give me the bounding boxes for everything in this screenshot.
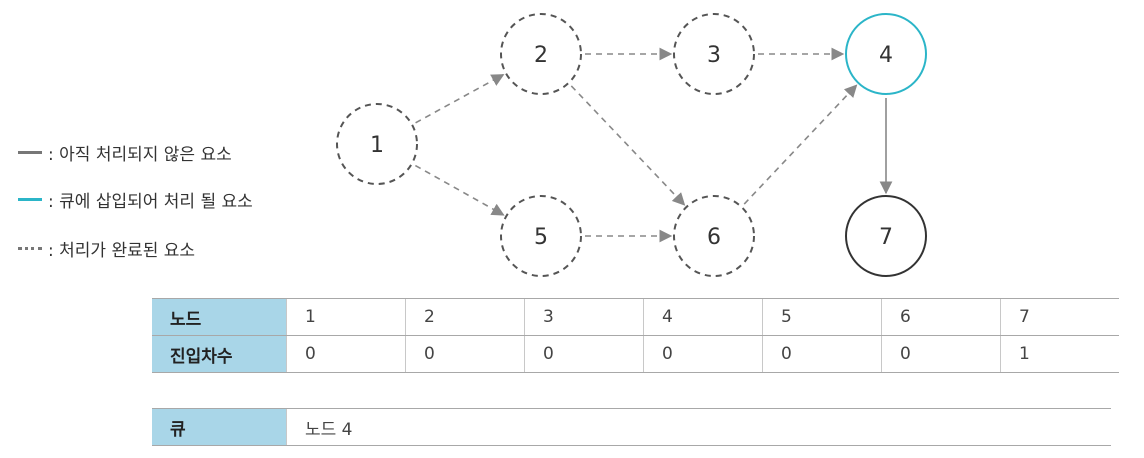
node-cell: 4 [643,298,763,336]
node-circle [673,195,755,277]
indegree-cell: 1 [1000,335,1119,373]
node-cell: 2 [405,298,525,336]
node-cell: 3 [524,298,644,336]
queue-row: 큐 노드 4 [152,408,1111,446]
node-circle [845,195,927,277]
indegree-cell: 0 [881,335,1001,373]
legend-done: : 처리가 완료된 요소 [18,236,196,261]
legend-unprocessed-label: : 아직 처리되지 않은 요소 [48,144,232,165]
graph-node-7: 7 [845,195,927,277]
indegree-cell: 0 [524,335,644,373]
solid-line-icon [18,150,42,154]
node-label: 4 [879,43,893,68]
edge-1-5 [414,164,505,216]
indegree-row: 진입차수 0 0 0 0 0 0 1 [152,335,1119,373]
node-circle [500,195,582,277]
node-header: 노드 [152,298,287,336]
node-label: 1 [370,133,384,158]
node-label: 7 [879,225,893,250]
node-circle [500,13,582,95]
indegree-header: 진입차수 [152,335,287,373]
node-cell: 6 [881,298,1001,336]
indegree-cell: 0 [643,335,763,373]
graph-node-1: 1 [336,103,418,185]
node-cell: 1 [286,298,406,336]
indegree-cell: 0 [762,335,882,373]
legend-queued-label: : 큐에 삽입되어 처리 될 요소 [48,191,253,212]
graph-diagram: 1 2 3 4 5 6 7 [336,13,927,277]
legend-unprocessed: : 아직 처리되지 않은 요소 [18,140,232,165]
indegree-cell: 0 [405,335,525,373]
node-circle [845,13,927,95]
indegree-table: 노드 1 2 3 4 5 6 7 진입차수 0 0 0 0 0 0 1 [152,298,1119,373]
node-label: 3 [707,43,721,68]
legend-done-label: : 처리가 완료된 요소 [48,240,196,261]
graph-node-4: 4 [845,13,927,95]
node-circle [336,103,418,185]
graph-node-2: 2 [500,13,582,95]
node-row: 노드 1 2 3 4 5 6 7 [152,298,1119,336]
node-cell: 7 [1000,298,1119,336]
edge-1-2 [415,73,505,124]
node-label: 5 [534,225,548,250]
indegree-cell: 0 [286,335,406,373]
edge-6-4 [743,84,858,205]
graph-node-3: 3 [673,13,755,95]
cyan-line-icon [18,197,42,201]
queue-content: 노드 4 [286,408,1111,446]
node-circle [673,13,755,95]
dotted-line-icon [18,246,42,250]
node-cell: 5 [762,298,882,336]
node-label: 6 [707,225,721,250]
queue-table: 큐 노드 4 [152,408,1111,446]
queue-header: 큐 [152,408,287,446]
graph-node-6: 6 [673,195,755,277]
legend-queued: : 큐에 삽입되어 처리 될 요소 [18,187,253,212]
edge-2-6 [570,85,686,206]
node-label: 2 [534,43,548,68]
graph-node-5: 5 [500,195,582,277]
